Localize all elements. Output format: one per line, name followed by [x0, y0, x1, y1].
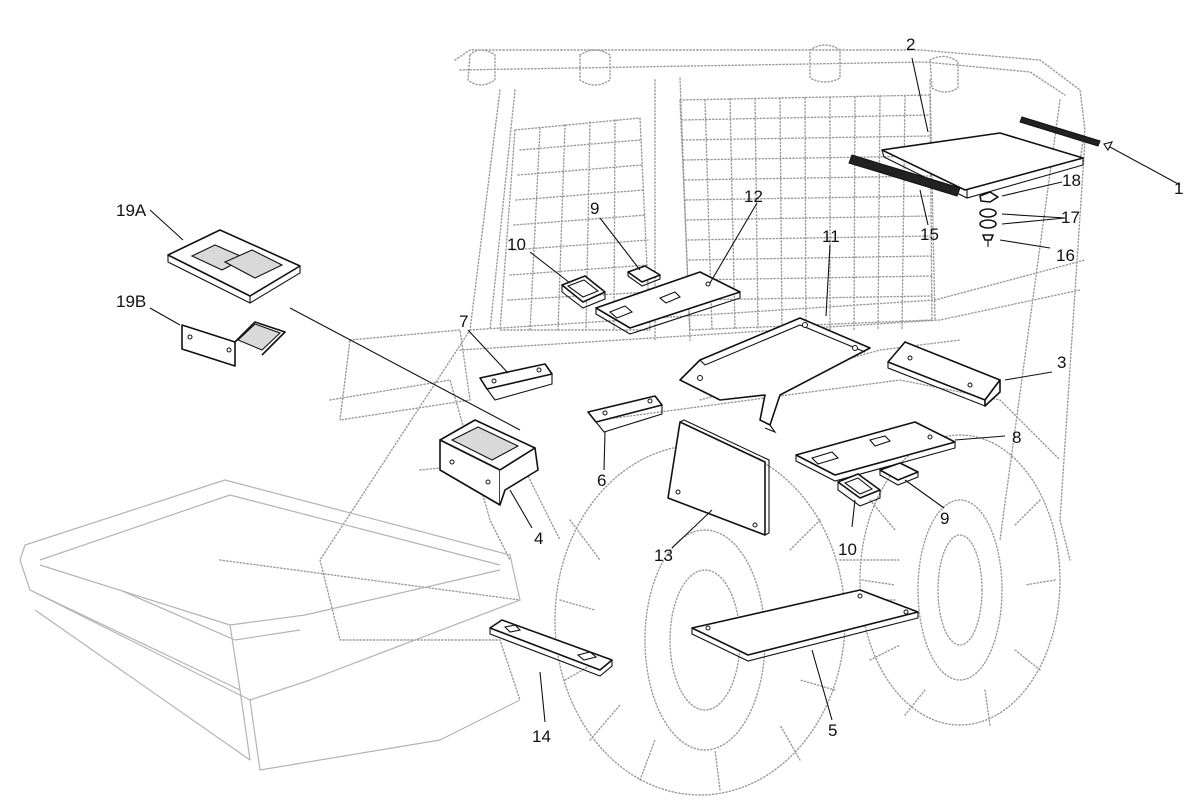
part-9-upper-plate [627, 265, 661, 287]
callout-10-upper: 10 [507, 235, 526, 254]
callout-14: 14 [532, 727, 551, 746]
callout-16: 16 [1056, 246, 1075, 265]
callout-19a: 19A [116, 201, 147, 220]
part-17-washers [979, 208, 997, 229]
part-10-upper-latch [561, 275, 606, 309]
callout-1: 1 [1174, 179, 1183, 198]
part-19a-panel-with-pads [167, 229, 301, 304]
part-2-roof-panel [881, 132, 1084, 199]
callout-10-lower: 10 [838, 540, 857, 559]
bucket-ghost-outline [19, 479, 521, 771]
part-15-seal-bar [848, 154, 961, 197]
callout-3: 3 [1057, 353, 1066, 372]
part-10-lower-latch [837, 473, 881, 507]
part-7-bracket [479, 363, 553, 401]
part-11-floor-plate [679, 317, 871, 434]
callout-5: 5 [828, 721, 837, 740]
callout-19b: 19B [116, 292, 146, 311]
callout-2: 2 [906, 35, 915, 54]
callout-17: 17 [1061, 208, 1080, 227]
part-6-bracket [587, 395, 663, 433]
part-5-bottom-plate [691, 589, 919, 662]
callout-6: 6 [597, 471, 606, 490]
callout-4: 4 [534, 529, 543, 548]
part-12-long-plate [595, 271, 741, 335]
callout-18: 18 [1062, 171, 1081, 190]
part-3-angle-bracket [887, 341, 1001, 407]
part-16-bolt [982, 234, 994, 247]
callout-9-lower: 9 [940, 509, 949, 528]
part-18-nut [979, 191, 999, 203]
callout-labels: 1 2 3 4 5 6 7 8 9 9 10 10 11 12 13 14 15… [116, 35, 1183, 746]
part-8-lower-plate [795, 421, 956, 482]
callout-13: 13 [654, 546, 673, 565]
callout-9-upper: 9 [590, 199, 599, 218]
part-19b-bracket-with-pad [181, 321, 286, 367]
part-9-lower-plate [879, 462, 919, 486]
part-4-step-bracket [439, 419, 539, 506]
callout-15: 15 [920, 225, 939, 244]
callout-7: 7 [459, 312, 468, 331]
part-14-strap [489, 619, 613, 677]
callout-12: 12 [744, 187, 763, 206]
leader-lines [149, 57, 1181, 723]
part-1-seal-strip [1019, 116, 1101, 147]
loader-ghost-outline [19, 44, 1086, 796]
callout-11: 11 [822, 227, 840, 246]
part-13-upright-panel [667, 419, 770, 536]
tire-ghost-right [859, 434, 1061, 726]
callout-8: 8 [1012, 428, 1021, 447]
